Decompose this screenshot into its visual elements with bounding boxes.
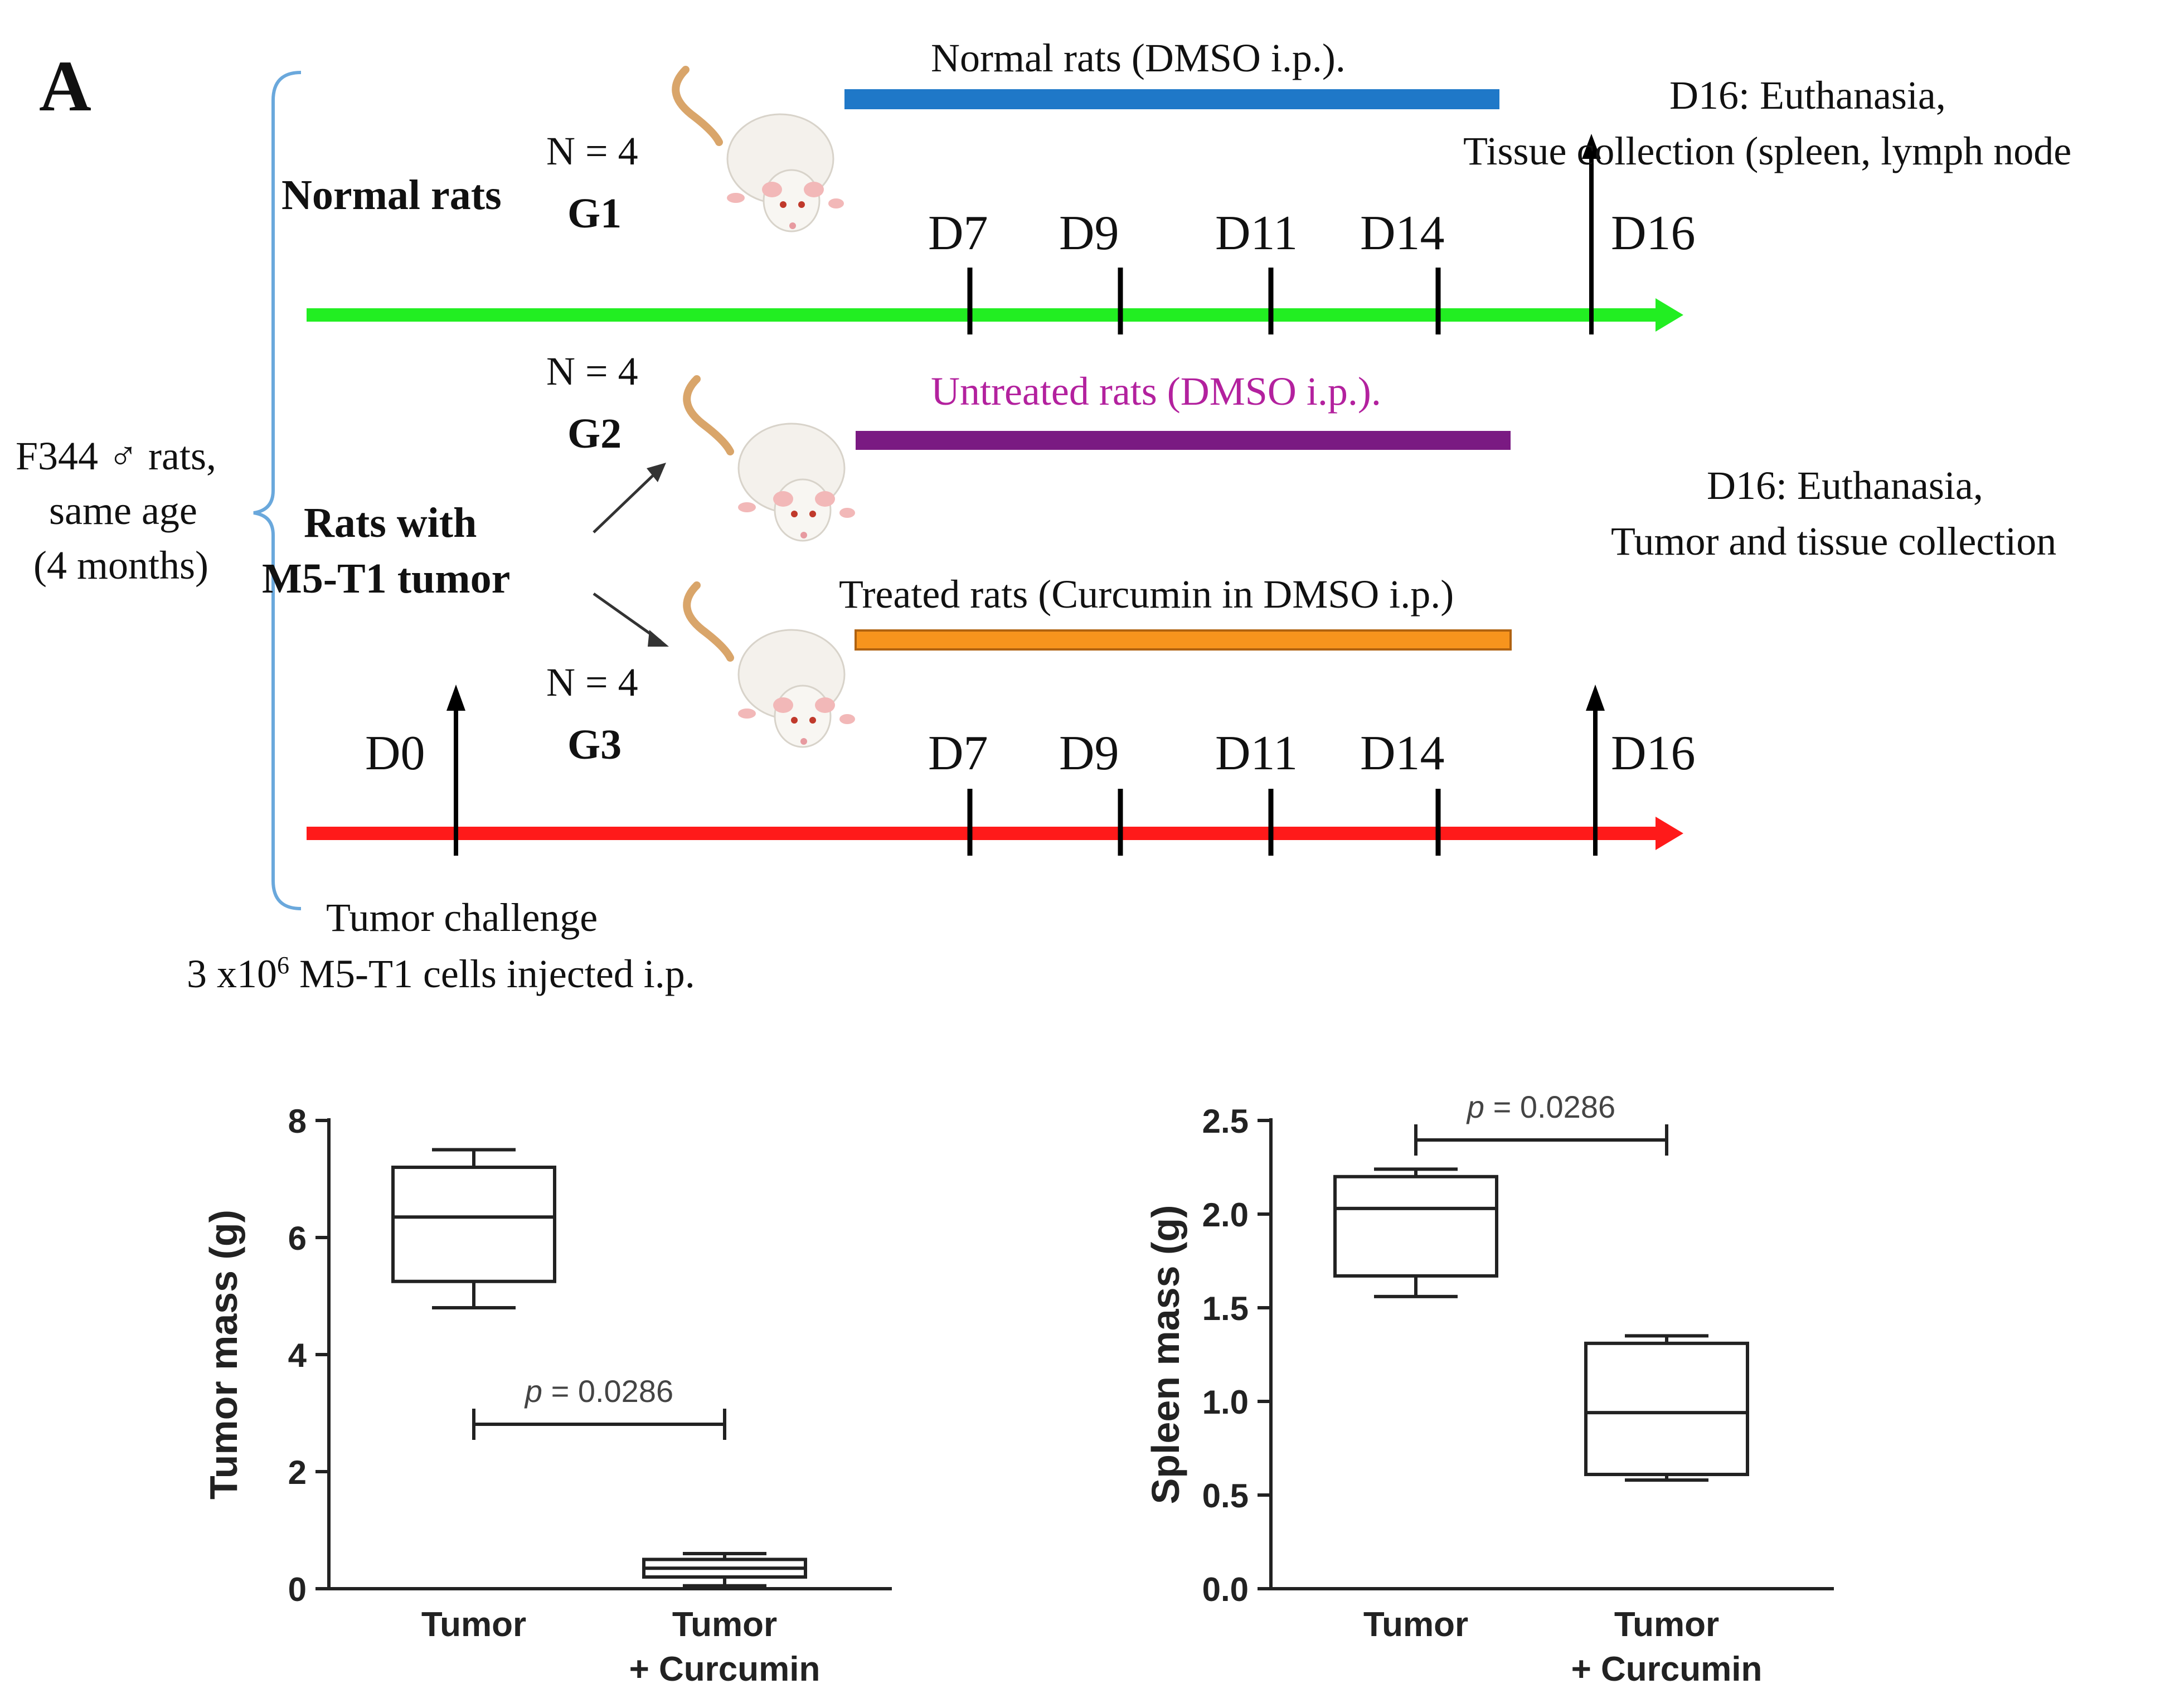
x-category-label: Tumor — [421, 1605, 526, 1644]
end-label-tumor: D16 — [1611, 726, 1696, 780]
x-category-label: Tumor — [1363, 1605, 1468, 1644]
y-tick-label: 8 — [288, 1103, 307, 1140]
box-tumor-iqr — [1333, 1175, 1498, 1278]
endpoint-normal-line-1: D16: Euthanasia, — [1669, 73, 1946, 118]
split-arrowhead-down — [648, 630, 669, 647]
tumor-group-label-1: Rats with — [304, 499, 477, 546]
challenge-prefix: 3 x10 — [187, 952, 277, 996]
panel-label: A — [39, 46, 91, 127]
g2-id: G2 — [567, 410, 622, 457]
box-tumor-iqr — [391, 1166, 556, 1283]
challenge-line-2: 3 x106 M5-T1 cells injected i.p. — [187, 953, 695, 994]
normal-group-label: Normal rats — [281, 172, 502, 219]
challenge-suffix: M5-T1 cells injected i.p. — [289, 952, 695, 996]
d16-arrowhead-tumor — [1586, 685, 1605, 711]
g2-treatment-bar — [856, 431, 1511, 450]
challenge-exponent: 6 — [277, 952, 289, 979]
cohort-line-1: F344 ♂ rats, — [16, 434, 216, 478]
rat-image-g2 — [663, 368, 856, 546]
d0-arrowhead — [446, 685, 465, 711]
split-arrow-up — [593, 467, 662, 533]
d16-arrowhead-normal — [1582, 134, 1601, 159]
g3-n: N = 4 — [546, 660, 638, 705]
x-category-label: + Curcumin — [1571, 1650, 1763, 1688]
tumor-group-label-2: M5-T1 tumor — [262, 555, 511, 602]
y-axis-label: Spleen mass (g) — [1144, 1205, 1187, 1505]
split-arrowhead-up — [647, 463, 666, 482]
endpoint-normal-line-2: Tissue collection (spleen, lymph node — [1463, 129, 2072, 173]
endpoint-tumor-line-1: D16: Euthanasia, — [1707, 463, 1983, 508]
tp-d9-tumor: D9 — [1059, 726, 1119, 780]
end-label-normal: D16 — [1611, 206, 1696, 260]
g1-id: G1 — [567, 190, 622, 237]
g1-treatment-bar — [844, 89, 1499, 109]
p-value-label: p = 0.0286 — [1466, 1089, 1615, 1124]
y-tick-label: 0 — [288, 1571, 307, 1608]
y-tick-label: 0.0 — [1202, 1571, 1249, 1608]
tp-d14-normal: D14 — [1360, 206, 1445, 260]
box-tumor-curcumin-iqr — [1584, 1341, 1749, 1477]
cohort-line-3: (4 months) — [33, 543, 208, 588]
y-tick-label: 6 — [288, 1220, 307, 1257]
tp-d7-normal: D7 — [928, 206, 988, 260]
y-tick-label: 4 — [288, 1337, 307, 1374]
timeline-diagram — [253, 71, 1683, 910]
y-tick-label: 2 — [288, 1454, 307, 1491]
tp-d14-tumor: D14 — [1360, 726, 1445, 780]
g1-bar-label: Normal rats (DMSO i.p.). — [931, 36, 1346, 80]
tp-d7-tumor: D7 — [928, 726, 988, 780]
tp-d11-tumor: D11 — [1215, 726, 1298, 780]
challenge-line-1: Tumor challenge — [326, 895, 598, 940]
y-tick-label: 2.5 — [1202, 1103, 1249, 1140]
endpoint-tumor-line-2: Tumor and tissue collection — [1611, 519, 2057, 564]
tp-d11-normal: D11 — [1215, 206, 1298, 260]
tp-d9-normal: D9 — [1059, 206, 1119, 260]
y-axis-label: Tumor mass (g) — [202, 1210, 245, 1500]
g3-id: G3 — [567, 721, 622, 768]
rat-image-g3 — [663, 574, 856, 753]
x-category-label: Tumor — [1614, 1605, 1719, 1644]
tumor-timeline-arrowhead — [1656, 817, 1683, 850]
p-value-label: p = 0.0286 — [524, 1374, 673, 1409]
cohort-line-2: same age — [49, 488, 197, 533]
y-tick-label: 1.0 — [1202, 1384, 1249, 1421]
g2-bar-label: Untreated rats (DMSO i.p.). — [931, 369, 1381, 414]
normal-timeline-arrowhead — [1656, 298, 1683, 332]
g3-treatment-bar — [855, 629, 1512, 651]
y-tick-label: 2.0 — [1202, 1196, 1249, 1234]
cohort-bracket — [253, 71, 302, 910]
start-label: D0 — [365, 726, 425, 780]
x-category-label: + Curcumin — [629, 1650, 821, 1688]
y-tick-label: 1.5 — [1202, 1290, 1249, 1327]
g2-n: N = 4 — [546, 349, 638, 394]
x-category-label: Tumor — [672, 1605, 777, 1644]
g1-n: N = 4 — [546, 129, 638, 173]
g3-bar-label: Treated rats (Curcumin in DMSO i.p.) — [839, 572, 1454, 617]
y-tick-label: 0.5 — [1202, 1477, 1249, 1515]
rat-image-g1 — [652, 59, 844, 237]
